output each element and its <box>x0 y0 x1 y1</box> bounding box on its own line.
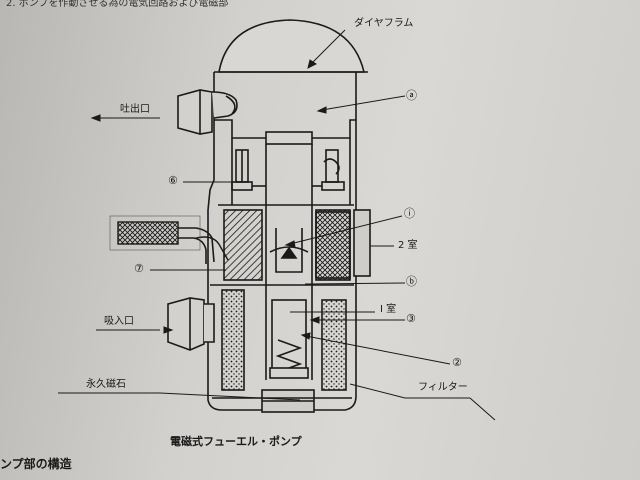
inlet-fitting <box>167 297 215 351</box>
filter-left <box>221 289 245 391</box>
label-outlet: 吐出口 <box>120 104 150 115</box>
outlet-fitting <box>177 89 238 135</box>
callout-7: ⑦ <box>134 262 144 275</box>
solenoid-coil-right <box>315 209 351 281</box>
callout-6: ⑥ <box>168 174 178 187</box>
section-heading: ンプ部の構造 <box>0 457 72 471</box>
label-chamber-1: I 室 <box>380 304 397 315</box>
callout-3: ③ <box>406 312 416 325</box>
figure-caption: 電磁式フューエル・ポンプ <box>170 435 302 448</box>
label-permanent-magnet: 永久磁石 <box>86 379 126 390</box>
electrical-cable <box>109 215 229 264</box>
label-chamber-2: 2 室 <box>398 240 418 251</box>
callout-i: ⓘ <box>404 207 415 220</box>
solenoid-coil-left <box>223 209 263 281</box>
label-inlet: 吸入口 <box>104 316 134 327</box>
diaphragm-dome <box>218 19 366 73</box>
label-diaphragm: ダイヤフラム <box>354 18 414 29</box>
filter-right <box>321 299 347 391</box>
page-header-text: 2. ポンプを作動させる為の電気回路および電磁部 <box>6 0 229 9</box>
label-filter: フィルター <box>418 382 468 393</box>
callout-b: ⓑ <box>406 275 417 288</box>
spring <box>275 339 303 373</box>
callout-2: ② <box>452 356 462 369</box>
callout-a: ⓐ <box>406 89 417 102</box>
pump-housing <box>207 72 357 411</box>
